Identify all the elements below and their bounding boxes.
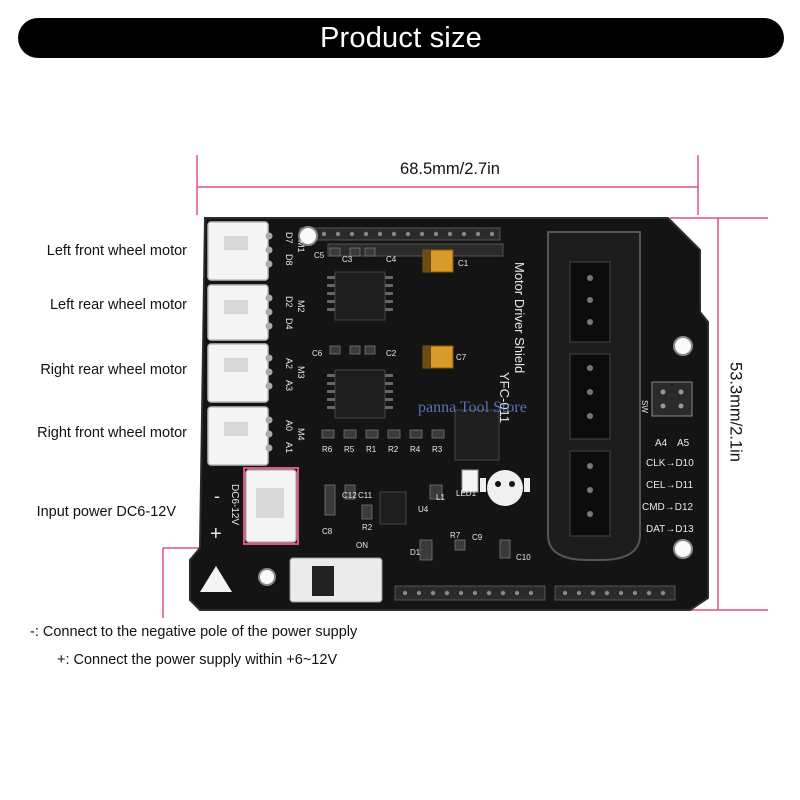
svg-text:C11: C11 <box>358 491 373 500</box>
svg-text:C5: C5 <box>314 251 325 260</box>
note-negative-pole: -: Connect to the negative pole of the p… <box>30 624 358 640</box>
svg-text:R2: R2 <box>388 445 399 454</box>
switch-label-sw: SW <box>640 400 649 413</box>
svg-text:C8: C8 <box>322 527 333 536</box>
label-left-front-motor: Left front wheel motor <box>46 243 187 259</box>
switch-label-a4: A4 <box>655 438 668 449</box>
header-banner: Product size <box>18 18 784 58</box>
power-dc-mark: DC6-12V <box>229 484 240 525</box>
svg-text:C4: C4 <box>386 255 397 264</box>
label-right-rear-motor: Right rear wheel motor <box>40 362 187 378</box>
switch-label-a5: A5 <box>677 438 690 449</box>
svg-text:R1: R1 <box>366 445 377 454</box>
svg-text:CLK→D10: CLK→D10 <box>646 458 694 469</box>
power-switch <box>289 557 383 603</box>
svg-text:R6: R6 <box>322 445 333 454</box>
svg-text:A3: A3 <box>284 380 294 391</box>
svg-text:C3: C3 <box>342 255 353 264</box>
svg-text:D8: D8 <box>284 254 294 266</box>
svg-text:C6: C6 <box>312 349 323 358</box>
svg-text:A0: A0 <box>284 420 294 431</box>
svg-text:C1: C1 <box>458 259 469 268</box>
page-title: Product size <box>320 21 482 54</box>
svg-text:M1: M1 <box>296 240 306 253</box>
svg-text:D4: D4 <box>284 318 294 330</box>
svg-text:DAT→D13: DAT→D13 <box>646 524 694 535</box>
label-left-rear-motor: Left rear wheel motor <box>49 297 187 313</box>
svg-text:C2: C2 <box>386 349 397 358</box>
watermark: panna Tool Store <box>418 399 527 416</box>
component-refs: C5 C3 C4 C1 C6 C2 C7 R6 R5 R1 R2 R4 R3 C… <box>312 251 531 562</box>
svg-text:CEL→D11: CEL→D11 <box>646 480 693 491</box>
svg-text:CMD→D12: CMD→D12 <box>642 502 694 513</box>
svg-text:R3: R3 <box>432 445 443 454</box>
board-model: YFC-011 <box>497 372 512 423</box>
svg-text:A1: A1 <box>284 442 294 453</box>
note-positive-pole: +: Connect the power supply within +6~12… <box>57 652 338 668</box>
svg-text:C7: C7 <box>456 353 467 362</box>
svg-text:M3: M3 <box>296 366 306 379</box>
svg-text:D2: D2 <box>284 296 294 308</box>
width-dimension-label: 68.5mm/2.7in <box>400 160 500 178</box>
svg-text:R4: R4 <box>410 445 421 454</box>
svg-text:A2: A2 <box>284 358 294 369</box>
power-minus-mark: - <box>214 486 220 506</box>
svg-text:L1: L1 <box>436 493 445 502</box>
svg-text:C10: C10 <box>516 553 531 562</box>
svg-text:U4: U4 <box>418 505 429 514</box>
svg-text:R5: R5 <box>344 445 355 454</box>
svg-text:M4: M4 <box>296 428 306 441</box>
label-input-power: Input power DC6-12V <box>36 504 176 520</box>
label-right-front-motor: Right front wheel motor <box>37 425 187 441</box>
svg-text:LED1: LED1 <box>456 489 477 498</box>
svg-text:D7: D7 <box>284 232 294 244</box>
svg-text:D1: D1 <box>410 548 421 557</box>
svg-text:C9: C9 <box>472 533 483 542</box>
controller-pin-map: CLK→D10 CEL→D11 CMD→D12 DAT→D13 <box>642 458 694 535</box>
board-title: Motor Driver Shield <box>512 262 527 373</box>
svg-text:C12: C12 <box>342 491 357 500</box>
svg-text:R7: R7 <box>450 531 461 540</box>
pin-labels: D7 D8 M1 D2 D4 M2 A2 A3 M3 A0 A1 M4 <box>284 232 306 453</box>
power-plus-mark: + <box>210 523 222 545</box>
svg-text:M2: M2 <box>296 300 306 313</box>
height-dimension-label: 53.3mm/2.1in <box>726 362 745 462</box>
svg-text:R2: R2 <box>362 523 373 532</box>
svg-text:ON: ON <box>356 541 368 550</box>
